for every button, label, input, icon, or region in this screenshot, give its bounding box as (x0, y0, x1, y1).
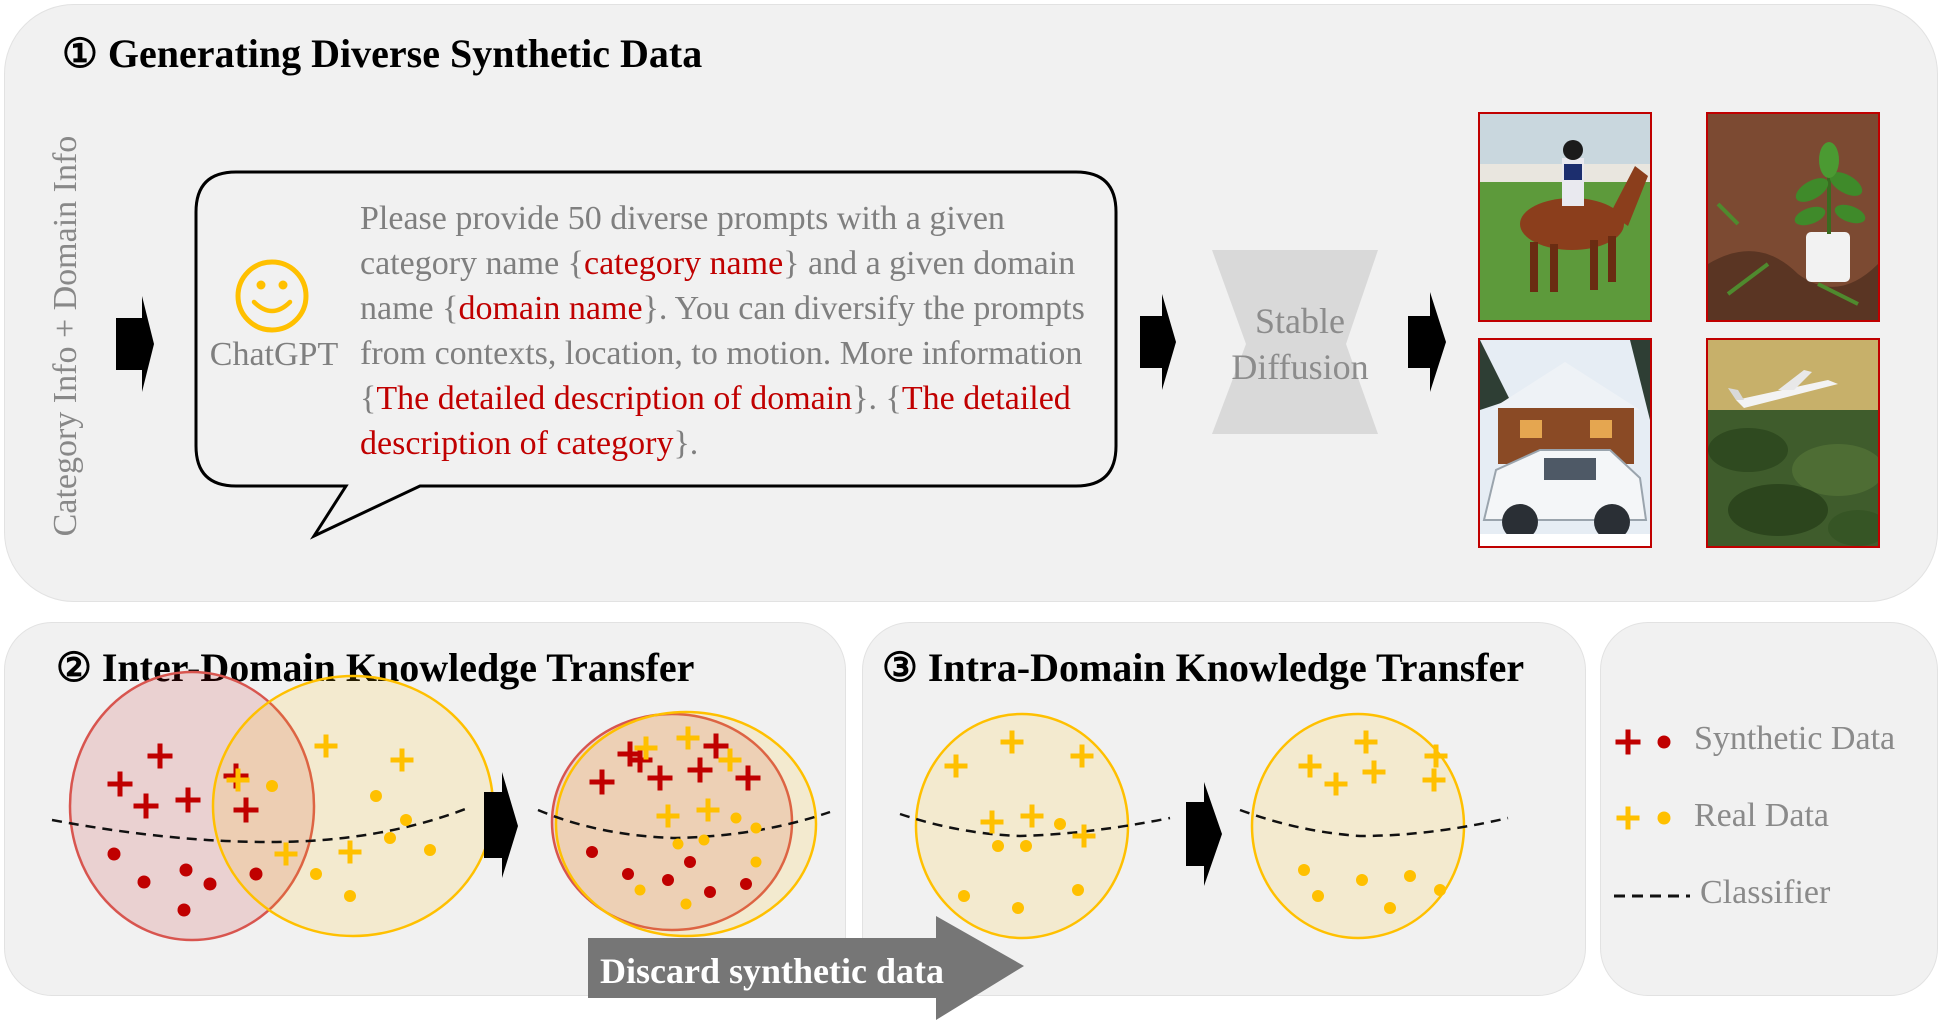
stable-diffusion-label: Stable Diffusion (1231, 301, 1369, 387)
section2-number: ② (56, 645, 92, 690)
legend-real-symbols (1619, 809, 1671, 827)
classifier-boundary-after (537, 808, 831, 840)
stable-diffusion-shape (1212, 250, 1378, 434)
real-points-before (229, 737, 436, 902)
classifier-boundary (51, 806, 469, 844)
chatgpt-prompt-text: Please provide 50 diverse prompts with a… (360, 200, 1085, 462)
arrow-right-icon (1408, 292, 1446, 392)
arrow-right-icon (484, 772, 518, 878)
section1-title-text: Generating Diverse Synthetic Data (107, 31, 703, 76)
legend-real-label: Real Data (1694, 797, 1829, 834)
section1-title: ① Generating Diverse Synthetic Data (62, 30, 702, 77)
generated-image-airplane-forest (1706, 338, 1880, 548)
generated-image-car-snow (1478, 338, 1652, 548)
chatgpt-label: ChatGPT (209, 336, 339, 373)
synthetic-points-after (586, 736, 758, 898)
classifier-boundary-intra-after (1239, 808, 1509, 838)
legend-synthetic-symbols (1618, 732, 1671, 752)
section3-title-text: Intra-Domain Knowledge Transfer (927, 645, 1525, 690)
arrow-right-icon (1140, 294, 1176, 390)
generated-image-plant-pot (1706, 112, 1880, 322)
discard-arrow (588, 916, 1024, 1020)
legend-synthetic-label: Synthetic Data (1694, 720, 1896, 757)
arrow-right-icon (1186, 782, 1222, 886)
discard-synthetic-label: Discard synthetic data (600, 951, 944, 991)
generated-image-polo-horse (1478, 112, 1652, 322)
classifier-boundary-intra (899, 812, 1171, 838)
legend-classifier-label: Classifier (1700, 874, 1831, 911)
section3-number: ③ (882, 645, 918, 690)
section3-title: ③ Intra-Domain Knowledge Transfer (882, 644, 1524, 691)
real-points-intra-before (947, 733, 1093, 914)
panel-intra-domain-transfer (862, 622, 1586, 996)
real-domain-ellipse-after (554, 710, 818, 938)
speech-bubble (194, 170, 1118, 540)
panel-legend (1600, 622, 1938, 996)
real-points-intra-after (1298, 733, 1446, 914)
synthetic-points-before (107, 746, 263, 917)
section1-number: ① (62, 31, 98, 76)
real-points-after (634, 729, 762, 910)
smiley-icon (235, 259, 309, 333)
real-domain-ellipse-intra-after (1250, 712, 1466, 940)
arrow-right-icon (116, 296, 154, 392)
